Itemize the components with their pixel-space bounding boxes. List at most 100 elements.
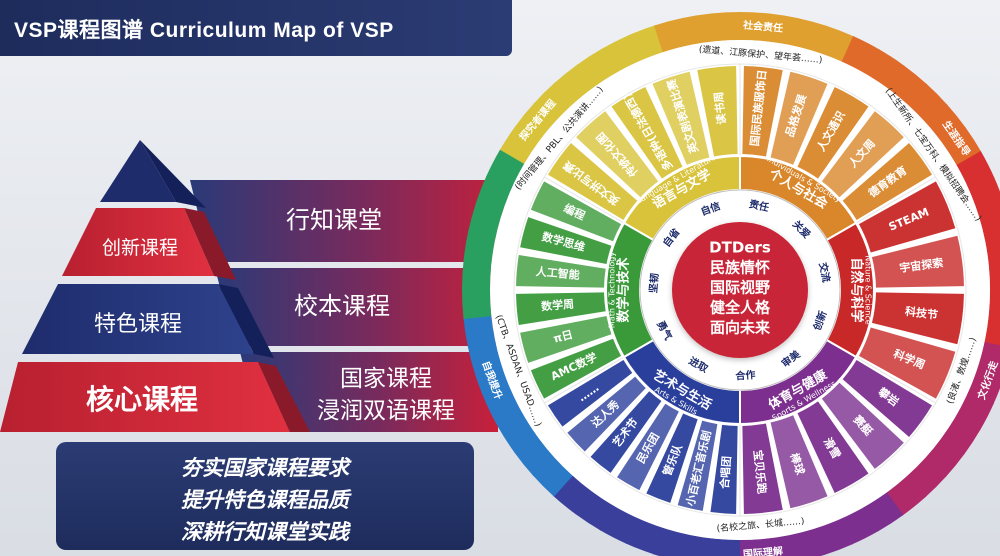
outer-ring-segment <box>984 316 1000 347</box>
band-national <box>240 352 498 432</box>
course-rib <box>797 86 869 179</box>
band-label-national-1: 国家课程 <box>340 366 432 392</box>
center-label: 健全人格 <box>710 299 771 317</box>
outer-ring-segment <box>740 12 771 42</box>
outer-ring-segment <box>682 13 716 46</box>
tier-label-innovation: 创新课程 <box>102 237 178 259</box>
course-label: 数学周 <box>541 297 575 314</box>
domain-english-label: Nature & Science <box>864 255 873 325</box>
course-label: 科技节 <box>904 304 939 322</box>
outer-ring-segment <box>463 230 496 264</box>
domain-label: 自然与科学 <box>849 257 865 322</box>
outer-ring-segment <box>956 151 995 190</box>
tier-label-core: 核心课程 <box>86 383 198 416</box>
trait-label: 坚韧 <box>647 273 662 294</box>
course-rib <box>611 86 683 179</box>
outer-ring-segment <box>475 175 513 213</box>
tier-featured-side <box>218 284 274 358</box>
course-label: 人工智能 <box>535 264 580 282</box>
tier-label-featured: 特色课程 <box>94 312 182 337</box>
course-rib <box>590 391 662 473</box>
course-label: 读书周 <box>711 91 728 125</box>
band-school <box>215 268 500 346</box>
outer-arc-title: 社会责任 <box>742 18 784 35</box>
motto-line: 夯实国家课程要求 <box>181 456 349 480</box>
course-rib <box>652 71 710 165</box>
center-label: 国际视野 <box>710 279 770 297</box>
outer-ring-segment <box>463 314 496 348</box>
outer-ring-segment <box>682 534 714 556</box>
outer-ring-segment <box>790 527 826 556</box>
tier-innovation <box>62 208 214 276</box>
pyramid-peak-side <box>140 140 206 208</box>
course-label: 合唱团 <box>717 455 733 489</box>
band-label-school: 校本课程 <box>294 292 390 320</box>
outer-ring-segment <box>710 11 742 42</box>
course-rib <box>710 424 738 514</box>
motto-box: 夯实国家课程要求 提升特色课程品质 深耕行知课堂实践 <box>56 442 474 550</box>
course-rib <box>842 143 933 220</box>
outer-ring-segment <box>626 25 664 62</box>
course-rib <box>742 423 783 514</box>
outer-ring-segment <box>467 340 503 376</box>
course-rib <box>516 254 606 288</box>
trait-label: 交流 <box>816 261 833 283</box>
course-rib <box>530 338 622 399</box>
outer-ring-segment <box>766 13 800 46</box>
outer-ring-segment <box>462 259 492 290</box>
course-rib <box>742 66 783 157</box>
outer-ring-segment <box>625 517 663 555</box>
course-label: π日 <box>552 328 574 346</box>
outer-ring-segment <box>601 35 640 74</box>
outer-ring-segment <box>485 390 524 429</box>
course-rib <box>842 360 933 437</box>
outer-ring-segment <box>475 366 512 404</box>
outer-ring-segment <box>977 341 1000 376</box>
course-label: 棒球 <box>787 451 807 477</box>
outer-ring-segment <box>988 262 1000 292</box>
course-rib <box>858 181 956 253</box>
center-circle <box>672 222 808 358</box>
title-bar: VSP课程图谱 Curriculum Map of VSP <box>0 0 512 56</box>
band-label-national-2: 浸润双语课程 <box>317 398 455 424</box>
tier-featured <box>22 284 254 354</box>
course-rib <box>821 382 904 469</box>
outer-ring-segment <box>738 538 768 556</box>
trait-label: 合作 <box>734 368 756 382</box>
center-label: 面向未来 <box>710 319 771 337</box>
band-label-innovation: 行知课堂 <box>286 206 382 234</box>
outer-ring-segment <box>817 25 855 63</box>
course-rib <box>871 292 964 345</box>
course-rib <box>858 327 956 399</box>
band-innovation <box>190 180 510 262</box>
outer-ring-segment <box>988 290 1000 319</box>
outer-ring-segment <box>840 506 879 545</box>
course-rib <box>697 66 738 157</box>
course-rib <box>677 420 718 511</box>
course-rib <box>520 217 612 265</box>
center-label: 民族情怀 <box>710 259 770 277</box>
course-rib <box>576 111 659 198</box>
outer-arc-title: 国际理解 <box>742 544 783 556</box>
outer-ring-segment <box>984 234 1000 266</box>
course-label: 宇宙探索 <box>899 255 944 275</box>
outer-ring-segment <box>764 534 797 556</box>
course-rib <box>797 401 869 494</box>
motto-line: 提升特色课程品质 <box>181 488 349 512</box>
outer-ring-segment <box>486 149 525 189</box>
outer-ring-segment <box>816 518 854 555</box>
outer-ring-segment <box>968 176 1000 214</box>
outer-ring-segment <box>791 18 828 53</box>
outer-ring-segment <box>462 288 492 320</box>
page-title: VSP课程图谱 Curriculum Map of VSP <box>14 19 394 42</box>
motto-line: 深耕行知课堂实践 <box>181 520 349 544</box>
domain-english-label: Math & Technology <box>608 252 617 328</box>
outer-ring-segment <box>977 205 1000 240</box>
trait-label: 责任 <box>748 197 770 214</box>
curriculum-pyramid: 创新课程 特色课程 核心课程 行知课堂 校本课程 国家课程 浸润双语课程 <box>0 140 510 432</box>
course-rib <box>547 360 633 427</box>
outer-ring-segment <box>654 17 690 53</box>
pyramid-peak <box>100 140 176 202</box>
course-rib <box>646 413 698 503</box>
